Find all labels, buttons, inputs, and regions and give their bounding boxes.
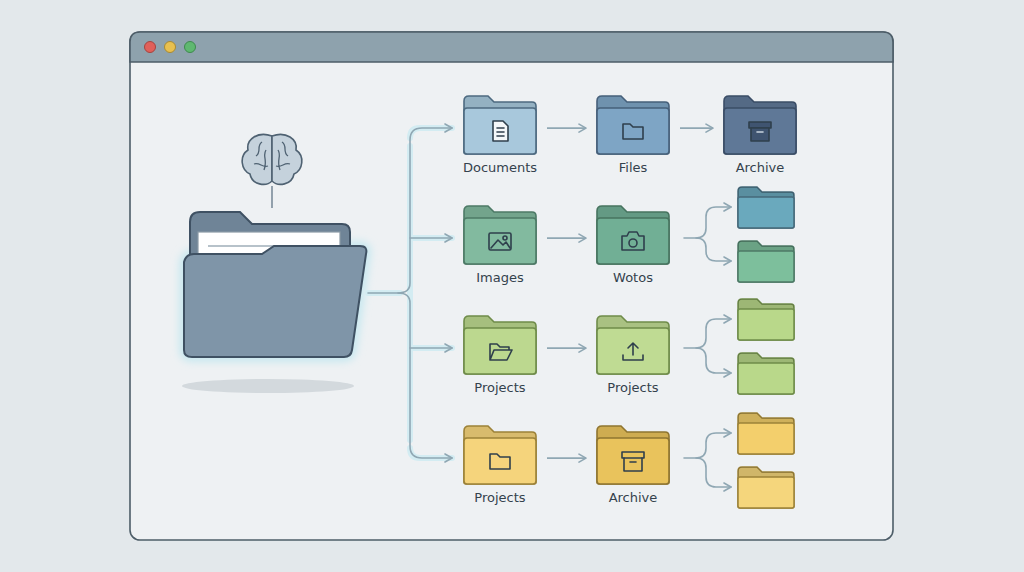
folder-shape — [595, 94, 671, 156]
archive-icon — [749, 122, 771, 141]
folder-label: Projects — [474, 490, 525, 505]
small-folder — [738, 187, 794, 228]
folder-node: Images — [462, 204, 538, 266]
folder-label: Files — [619, 160, 648, 175]
folder-node: Projects — [595, 314, 671, 376]
small-folder — [738, 353, 794, 394]
small-folder — [738, 467, 794, 508]
document-icon — [493, 121, 508, 141]
folder-label: Archive — [736, 160, 785, 175]
browser-window — [130, 32, 893, 540]
small-folder — [738, 299, 794, 340]
folder-label: Projects — [607, 380, 658, 395]
folder-node: Projects — [462, 424, 538, 486]
image-icon — [489, 233, 511, 250]
folder-label: Archive — [609, 490, 658, 505]
folder-node: Projects — [462, 314, 538, 376]
folder-shape — [595, 424, 671, 486]
main-folder — [182, 212, 366, 393]
folder-shape — [722, 94, 798, 156]
small-folder — [738, 413, 794, 454]
folder-node: Archive — [595, 424, 671, 486]
camera-icon — [622, 232, 644, 250]
flow-arrow — [547, 347, 586, 349]
upload-icon — [623, 343, 643, 360]
folder-label: Documents — [463, 160, 537, 175]
flow-arrow — [680, 127, 713, 129]
folder-shape — [462, 94, 538, 156]
folder-shape — [595, 204, 671, 266]
flow-arrow — [547, 237, 586, 239]
folder-node: Archive — [722, 94, 798, 156]
fork-lines — [684, 207, 731, 487]
folder-label: Projects — [474, 380, 525, 395]
open-folder-icon — [490, 344, 512, 360]
small-folder — [738, 241, 794, 282]
folder-shape — [462, 204, 538, 266]
folder-shape — [462, 314, 538, 376]
folder-node: Files — [595, 94, 671, 156]
archive-icon — [622, 452, 644, 471]
flow-arrow — [547, 457, 586, 459]
folder-shape — [462, 424, 538, 486]
branch-lines — [368, 128, 452, 458]
folder-icon — [623, 124, 643, 139]
folder-node: Wotos — [595, 204, 671, 266]
folder-label: Wotos — [613, 270, 653, 285]
folder-icon — [490, 454, 510, 469]
folder-shape — [595, 314, 671, 376]
flow-arrow — [547, 127, 586, 129]
folder-node: Documents — [462, 94, 538, 156]
folder-label: Images — [476, 270, 524, 285]
brain-icon — [242, 134, 302, 208]
